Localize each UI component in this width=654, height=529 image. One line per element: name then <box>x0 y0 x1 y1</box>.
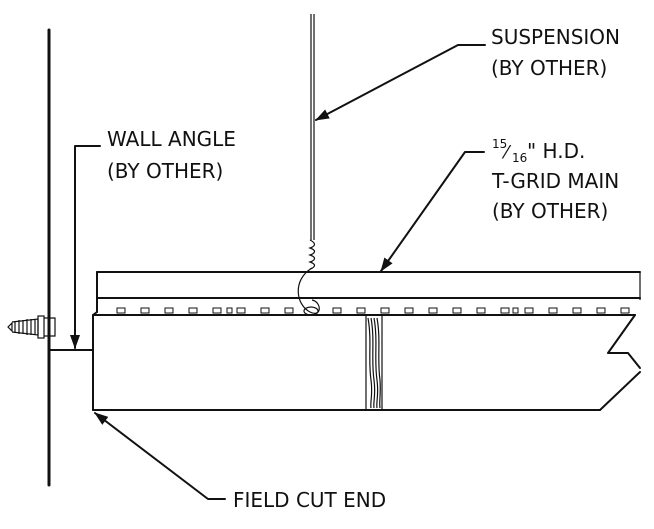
wall-angle-label-line1: WALL ANGLE <box>107 127 236 151</box>
tgrid-slots <box>116 306 630 316</box>
suspension-leader <box>315 44 486 121</box>
suspension-label-line2: (BY OTHER) <box>491 56 607 80</box>
tgrid-label-line2: T-GRID MAIN <box>491 169 619 193</box>
suspension-wire <box>297 14 320 314</box>
wall-screw-icon <box>7 315 56 339</box>
tgrid-label-line3: (BY OTHER) <box>492 199 608 223</box>
fraction-slash: ⁄ <box>501 142 512 163</box>
field-cut-leader <box>94 412 226 500</box>
wall-angle-leader <box>70 145 101 349</box>
wall-angle-label-line2: (BY OTHER) <box>107 159 223 183</box>
tgrid-leader <box>380 151 485 272</box>
tgrid-fraction-numerator: 15 <box>492 137 507 151</box>
field-cut-label: FIELD CUT END <box>233 488 386 512</box>
suspension-label-line1: SUSPENSION <box>491 25 620 49</box>
splice-band <box>365 315 383 410</box>
tgrid-label-line1: " H.D. <box>527 139 585 163</box>
tgrid-main <box>92 271 641 411</box>
tgrid-fraction-denominator: 16 <box>512 151 527 165</box>
